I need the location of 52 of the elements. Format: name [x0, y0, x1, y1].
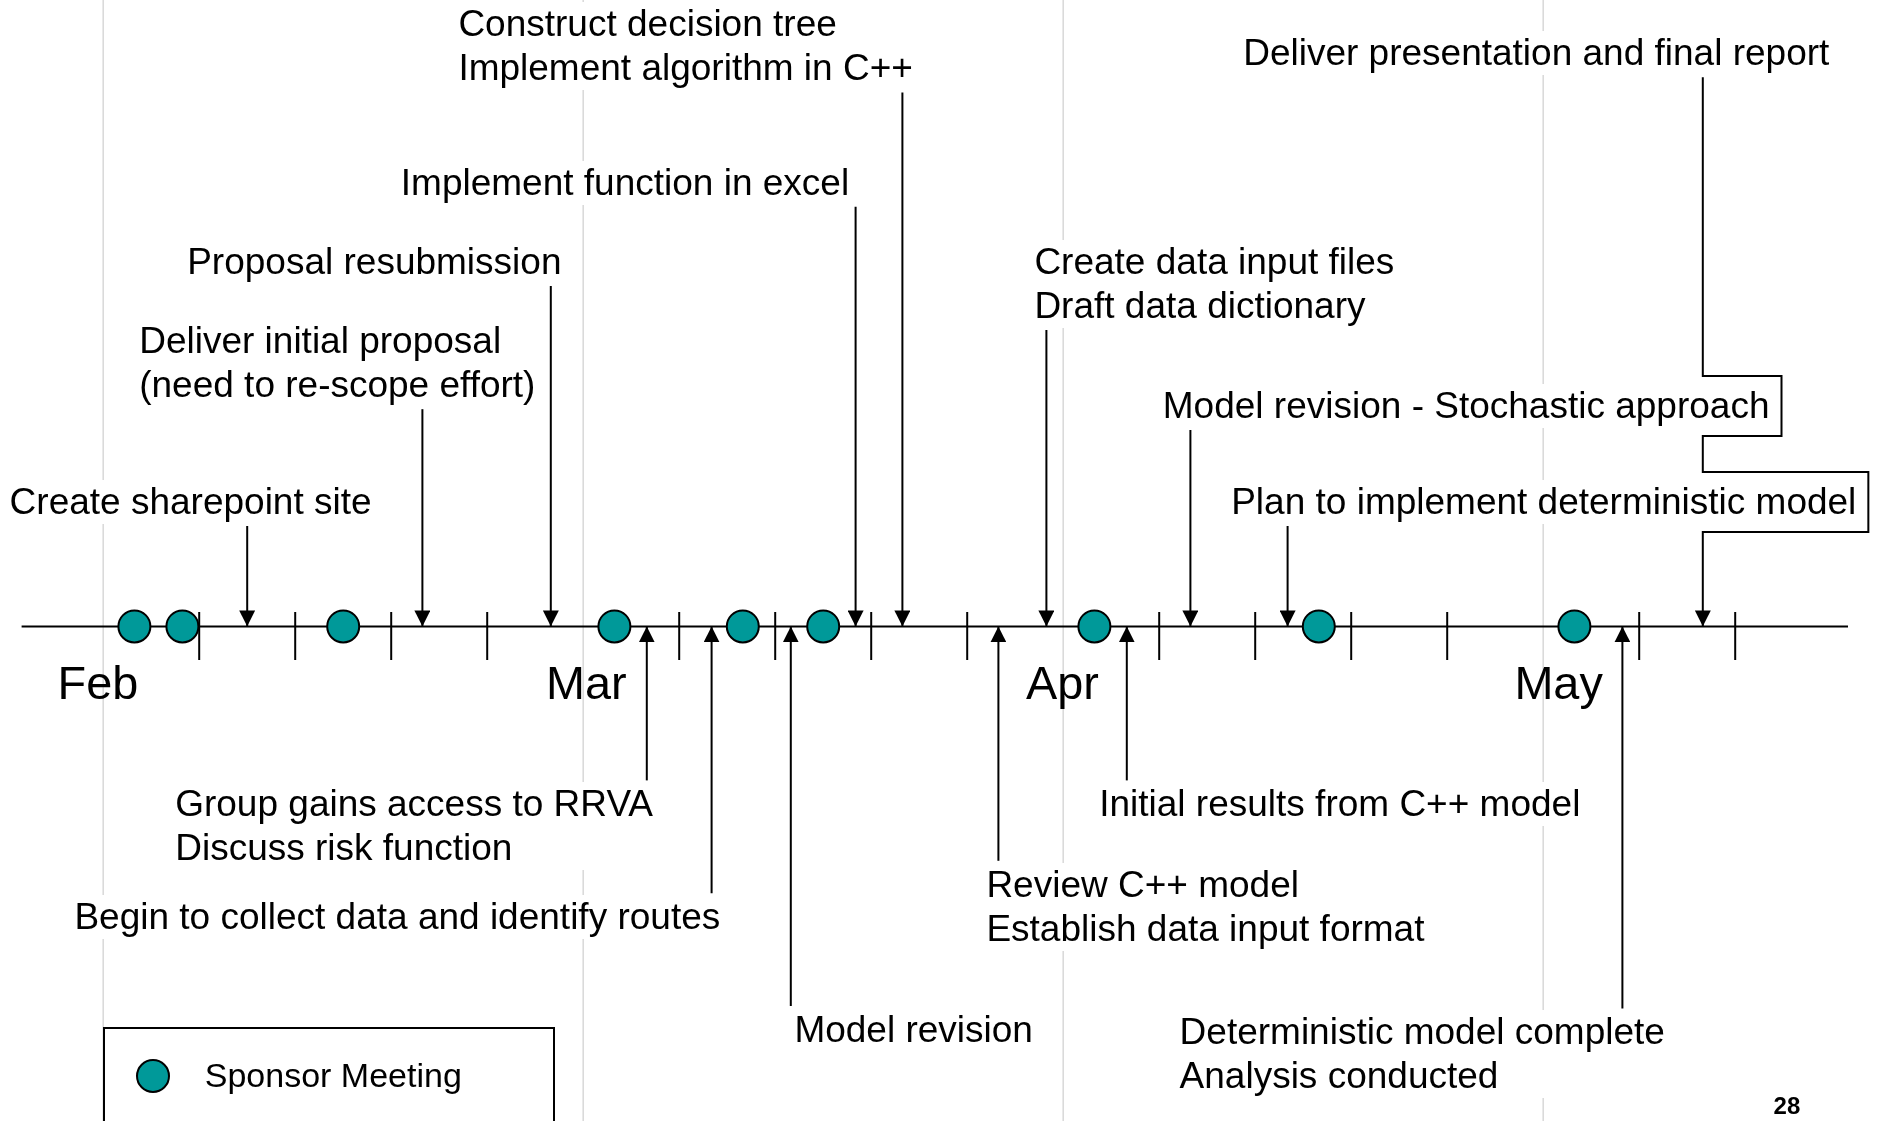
arrow	[894, 91, 911, 628]
meeting-dot	[725, 609, 760, 644]
milestone-text: Deliver presentation and final report	[1243, 31, 1830, 76]
milestone-text: Establish data input format	[986, 906, 1425, 951]
milestone-text: (need to re-scope effort)	[139, 363, 536, 408]
meeting-dot	[806, 609, 841, 644]
milestone-text: Initial results from C++ model	[1099, 782, 1581, 827]
milestone-text: Deterministic model complete	[1179, 1010, 1665, 1055]
month-label: Feb	[57, 660, 139, 707]
timeline-axis	[20, 609, 1849, 661]
milestone-text: Implement function in excel	[400, 160, 850, 205]
milestone-text: Model revision	[794, 1008, 1033, 1052]
arrow	[782, 625, 799, 1007]
legend-text: Sponsor Meeting	[204, 1055, 462, 1095]
meeting-dot	[1557, 609, 1592, 644]
arrow	[542, 285, 559, 628]
page-number: 28	[1773, 1094, 1801, 1119]
arrow	[239, 525, 256, 628]
meeting-dot	[326, 609, 361, 644]
arrow	[1694, 76, 1870, 628]
milestone-text: Deliver initial proposal	[139, 319, 503, 364]
arrow	[990, 625, 1007, 862]
meeting-dot	[165, 609, 200, 644]
milestone-text: Plan to implement deterministic model	[1231, 480, 1857, 524]
meeting-dot	[1077, 609, 1112, 644]
milestone-text: Discuss risk function	[175, 826, 514, 871]
milestone-text: Analysis conducted	[1179, 1054, 1500, 1099]
arrow	[1182, 429, 1199, 628]
arrow	[1614, 625, 1631, 1010]
milestone-text: Group gains access to RRVA	[175, 782, 653, 827]
month-label: Apr	[1026, 660, 1099, 707]
month-label: May	[1514, 660, 1603, 707]
arrow	[1038, 329, 1055, 628]
milestone-text: Construct decision tree	[458, 2, 838, 47]
meeting-dot	[597, 609, 632, 644]
arrow	[847, 205, 864, 628]
milestone-text: Create sharepoint site	[9, 480, 372, 524]
month-label: Mar	[546, 660, 627, 707]
milestone-text: Review C++ model	[986, 862, 1300, 907]
arrow	[1279, 525, 1296, 628]
arrow	[414, 408, 431, 628]
milestone-text: Begin to collect data and identify routes	[74, 895, 721, 940]
arrow	[638, 625, 655, 782]
milestone-text: Proposal resubmission	[187, 240, 562, 284]
meeting-dot	[1301, 609, 1336, 644]
arrow	[703, 625, 720, 895]
milestone-text: Draft data dictionary	[1034, 284, 1367, 328]
milestone-text: Create data input files	[1034, 240, 1395, 284]
milestone-text: Model revision - Stochastic approach	[1162, 384, 1770, 428]
meeting-dot	[117, 609, 152, 644]
milestone-text: Implement algorithm in C++	[458, 46, 913, 91]
arrow	[1118, 625, 1135, 782]
